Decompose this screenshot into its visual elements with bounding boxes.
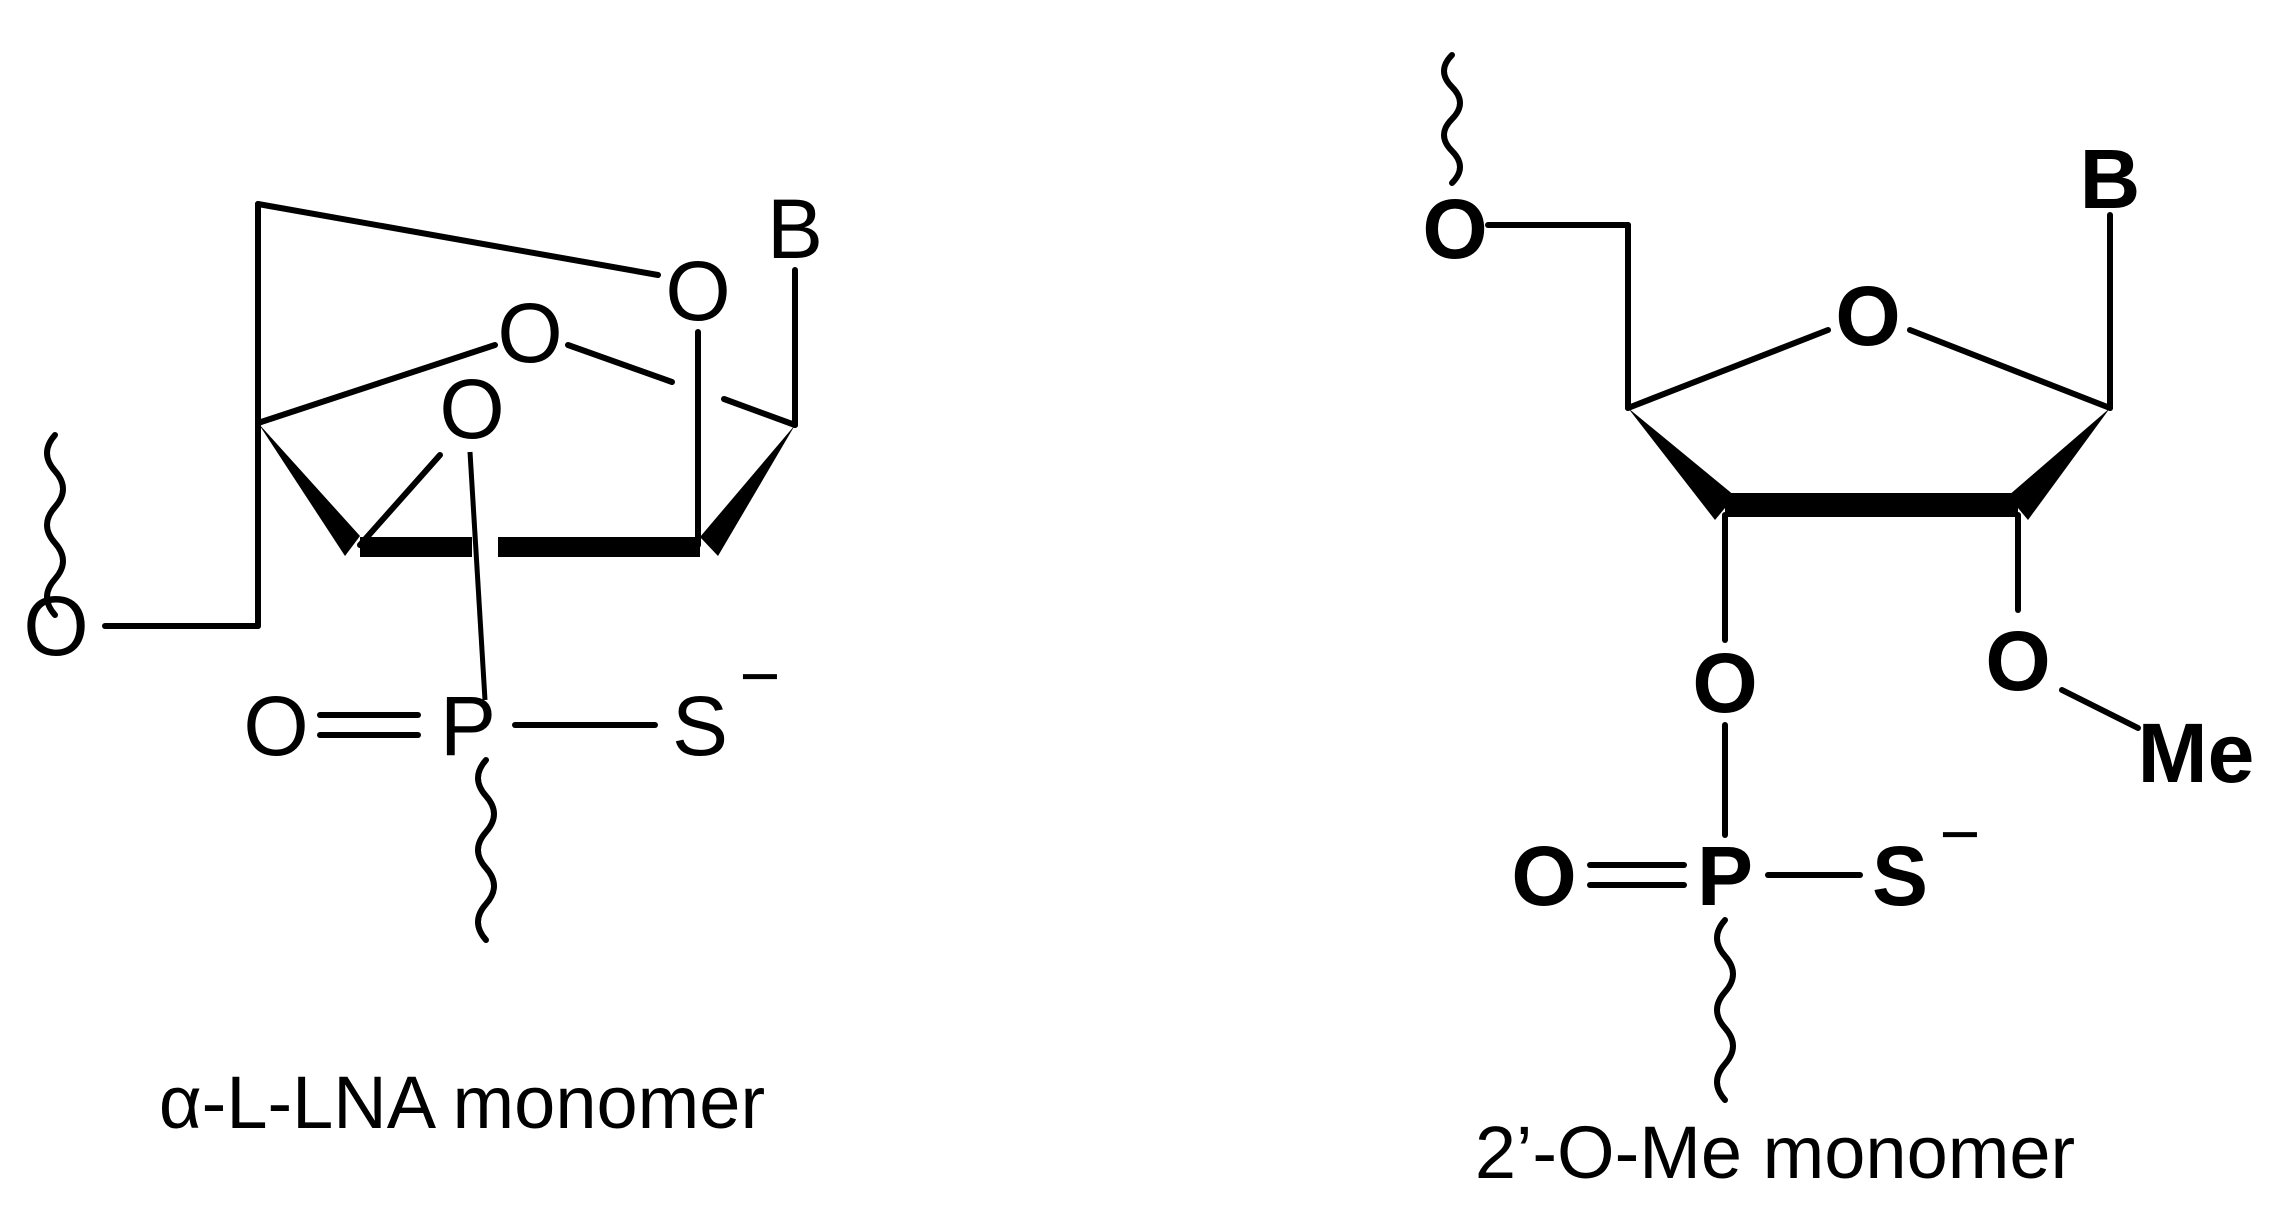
lna-o5-oxygen: O: [23, 579, 88, 673]
ome-bold-c3-c2: [1725, 493, 2018, 517]
ome-c4-ringo-bond: [1625, 327, 1831, 411]
ome-wedges: [1628, 408, 2110, 520]
ome-wedge-c4-c3: [1628, 408, 1735, 520]
ome-methyl-label: Me: [2138, 706, 2255, 800]
ome-sulfur: S: [1872, 829, 1928, 923]
ome-o2-me-bond: [2059, 687, 2141, 731]
ome-atom-labels: O O B O O Me O P S −: [1422, 132, 2254, 923]
ome-wavy-bond-3prime: [1714, 917, 1736, 1103]
lna-base-label: B: [767, 182, 823, 276]
ome-bonds: [1485, 212, 2141, 888]
ome-ring-oxygen: O: [1835, 269, 1900, 363]
ome-wedge-c1-c2: [2008, 408, 2110, 520]
lna-sulfur: S: [672, 679, 728, 773]
lna-atom-labels: O O O B O O P S −: [23, 182, 823, 773]
ome-ringo-c1-bond: [1907, 327, 2113, 411]
lna-wedges: [258, 423, 795, 557]
lna-bold-c3-c2-left: [360, 537, 472, 557]
lna-wedge-c1-c2: [700, 425, 795, 556]
two-ome-structure: O O B O O Me O P S − 2’-O-Me monomer: [1422, 52, 2254, 1194]
lna-ringo-c1-bond-b: [721, 396, 798, 428]
ome-negative-charge: −: [1940, 795, 1981, 873]
lna-ring-oxygen: O: [497, 286, 562, 380]
lna-bridge-ch2-o-bond: [255, 201, 661, 278]
lna-negative-charge: −: [740, 637, 781, 715]
lna-o3-oxygen: O: [439, 362, 504, 456]
lna-ringo-c1-bond-a: [565, 342, 675, 385]
lna-bridge-oxygen: O: [665, 244, 730, 338]
lna-wavy-bond-3prime: [475, 757, 497, 943]
lna-caption: α-L-LNA monomer: [159, 1061, 765, 1144]
lna-c4-ringo-bond: [255, 342, 498, 426]
ome-wavy-bond-5prime: [1441, 52, 1463, 186]
lna-phosphoryl-oxygen: O: [243, 679, 308, 773]
ome-o3-oxygen: O: [1692, 636, 1757, 730]
alpha-l-lna-structure: O O O B O O P S − α-L-LNA monomer: [23, 182, 823, 1144]
ome-phosphorus: P: [1697, 829, 1753, 923]
ome-o5-oxygen: O: [1422, 182, 1487, 276]
ome-phosphoryl-oxygen: O: [1511, 829, 1576, 923]
ome-base-label: B: [2080, 132, 2141, 226]
lna-wavy-bond-5prime: [44, 432, 66, 618]
lna-bold-c3-c2-right: [498, 537, 700, 557]
lna-wedge-c4-c3: [258, 423, 360, 556]
lna-c3-o3-bond: [357, 452, 443, 548]
lna-o3-p-bond: [467, 451, 488, 701]
ome-o2-oxygen: O: [1985, 614, 2050, 708]
ome-caption: 2’-O-Me monomer: [1475, 1111, 2075, 1194]
lna-phosphorus: P: [440, 679, 496, 773]
lna-bonds: [102, 201, 798, 738]
